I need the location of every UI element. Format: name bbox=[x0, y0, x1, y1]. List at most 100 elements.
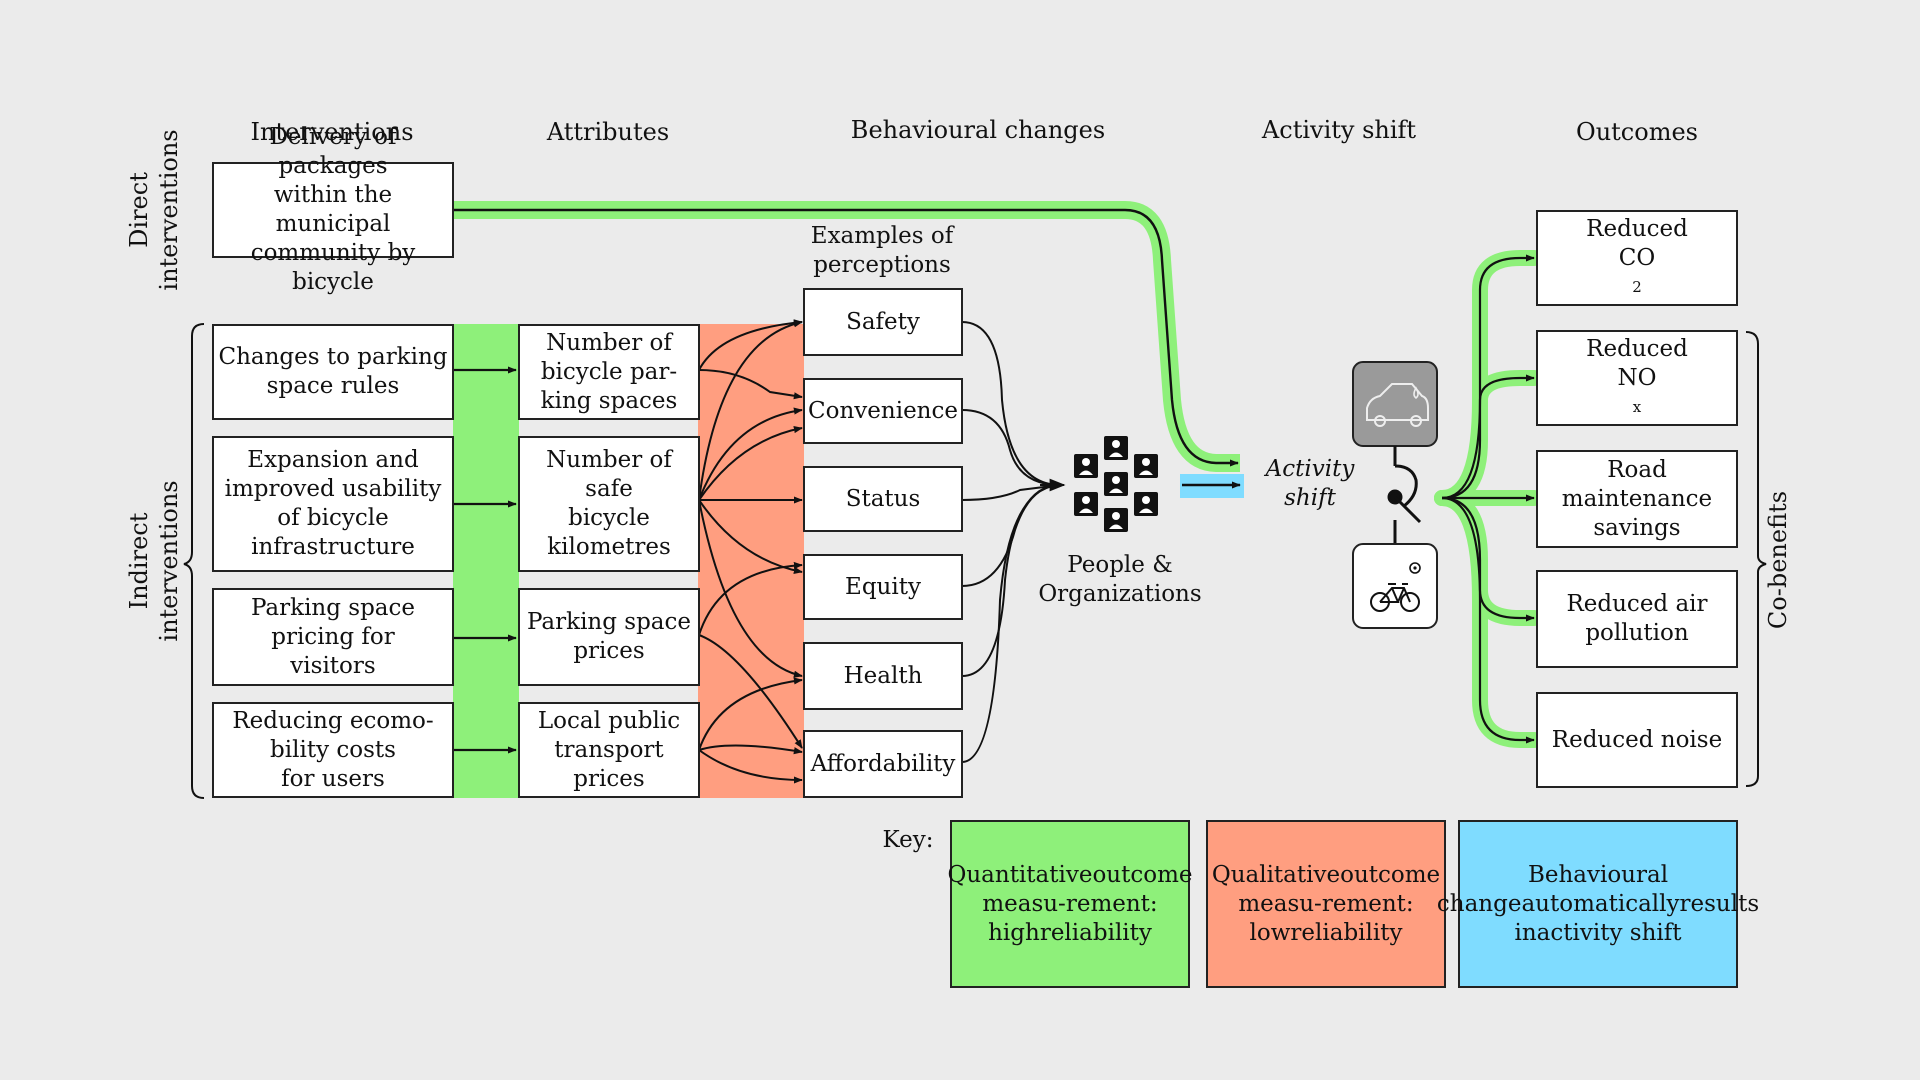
intervention-line: for users bbox=[281, 765, 385, 792]
cobenefits-brace bbox=[1745, 331, 1767, 787]
intervention-line: Parking space bbox=[250, 594, 416, 621]
header-activity-shift: Activity shift bbox=[1261, 116, 1417, 144]
key-line: Qualitative bbox=[1211, 861, 1341, 888]
header-attributes: Attributes bbox=[546, 118, 670, 146]
perception-box-health: Health bbox=[803, 642, 963, 710]
header-interventions: Interventions bbox=[250, 118, 414, 146]
attribute-line: transport bbox=[554, 736, 664, 763]
attribute-line: prices bbox=[573, 638, 645, 664]
people-label-line: People & bbox=[1067, 552, 1173, 578]
indirect-brace bbox=[183, 323, 205, 799]
attribute-line: Number of bbox=[546, 329, 672, 356]
outcome-line: Reduced bbox=[1586, 335, 1688, 362]
activity-shift-label-line: Activity bbox=[1265, 456, 1355, 482]
key-line: rement: low bbox=[1249, 890, 1414, 946]
perception-box-affordability: Affordability bbox=[803, 730, 963, 798]
attribute-line: bicycle par- bbox=[540, 358, 678, 385]
outcome-line: Road bbox=[1607, 456, 1667, 483]
key-box-qualitative: Qualitativeoutcome measu-rement: lowreli… bbox=[1206, 820, 1446, 988]
attribute-line: Number of bbox=[546, 447, 672, 473]
intervention-line: of bicycle bbox=[277, 505, 389, 531]
perception-box-convenience: Convenience bbox=[803, 378, 963, 444]
outcome-fan-lines bbox=[1441, 254, 1535, 744]
outcome-line: maintenance bbox=[1561, 485, 1713, 512]
outcome-subscript: x bbox=[1632, 397, 1642, 416]
perception-box-equity: Equity bbox=[803, 554, 963, 620]
perceptions-title-line: Examples of bbox=[810, 223, 954, 249]
outcome-box-air-pollution: Reduced air pollution bbox=[1536, 570, 1738, 668]
label-direct-line-1: Direct bbox=[125, 172, 153, 248]
key-line: results in bbox=[1514, 890, 1760, 946]
key-line: outcome measu- bbox=[1238, 861, 1441, 917]
direct-intervention-box: Delivery of packages within the municipa… bbox=[212, 124, 454, 295]
intervention-line: Changes to parking bbox=[218, 344, 448, 370]
direct-intervention-line: community by bicycle bbox=[250, 240, 416, 295]
key-line: Quantitative bbox=[947, 861, 1093, 888]
intervention-line: Reducing ecomo- bbox=[232, 707, 434, 734]
direct-path-line bbox=[452, 208, 1239, 467]
attribute-box-safe-kilometres: Number of safe bicycle kilometres bbox=[518, 436, 700, 572]
key-line: outcome measu- bbox=[982, 861, 1193, 917]
attribute-line: Local public bbox=[537, 707, 681, 734]
outcome-line: Reduced bbox=[1586, 215, 1688, 242]
people-label-line: Organizations bbox=[1038, 581, 1202, 607]
intervention-line: pricing for bbox=[271, 623, 395, 650]
attribute-box-parking-prices: Parking space prices bbox=[518, 588, 700, 686]
intervention-line: bility costs bbox=[270, 736, 396, 763]
label-direct-line-2: interventions bbox=[155, 129, 183, 291]
intervention-line: infrastructure bbox=[251, 534, 415, 560]
label-direct-interventions: Direct interventions bbox=[124, 129, 184, 290]
key-line: activity shift bbox=[1536, 919, 1682, 946]
car-icon bbox=[1352, 361, 1438, 447]
outcome-line: Reduced air bbox=[1566, 591, 1708, 617]
activity-shift-label-line: shift bbox=[1284, 485, 1336, 511]
outcome-subscript: 2 bbox=[1632, 277, 1642, 296]
key-line: reliability bbox=[1290, 919, 1403, 946]
label-indirect-interventions: Indirect interventions bbox=[124, 480, 184, 641]
perceptions-title-line: perceptions bbox=[813, 252, 951, 278]
perception-box-status: Status bbox=[803, 466, 963, 532]
intervention-line: improved usability bbox=[224, 476, 442, 502]
direct-intervention-line: within the municipal bbox=[273, 182, 393, 237]
attribute-line: kilometres bbox=[547, 534, 671, 560]
intervention-arrows bbox=[452, 366, 517, 754]
toggle-switch-icon bbox=[1387, 446, 1422, 544]
intervention-line: visitors bbox=[290, 652, 376, 679]
key-line: automatically bbox=[1521, 890, 1680, 917]
attribute-line: prices bbox=[573, 765, 645, 792]
intervention-line: Expansion and bbox=[247, 447, 419, 473]
green-band bbox=[453, 324, 519, 798]
direct-intervention-line: Delivery of packages bbox=[269, 124, 397, 179]
outcome-box-noise: Reduced noise bbox=[1536, 692, 1738, 788]
header-outcomes: Outcomes bbox=[1576, 118, 1698, 146]
key-line: Behavioural change bbox=[1436, 861, 1669, 917]
label-indirect-line-1: Indirect bbox=[125, 512, 153, 610]
key-box-behavioural: Behavioural changeautomaticallyresults i… bbox=[1437, 820, 1759, 988]
key-box-quantitative: Quantitativeoutcome measu-rement: highre… bbox=[947, 820, 1193, 988]
outcome-line: savings bbox=[1593, 514, 1681, 541]
label-co-benefits: Co-benefits bbox=[1764, 490, 1792, 630]
perceptions-title: Examples of perceptions bbox=[811, 222, 953, 280]
people-grid-icon bbox=[1074, 436, 1158, 532]
attribute-line: bicycle bbox=[568, 505, 650, 531]
people-label: People & Organizations bbox=[1038, 551, 1201, 609]
intervention-box-bicycle-infrastructure: Expansion and improved usability of bicycl… bbox=[212, 436, 454, 572]
bicycle-icon bbox=[1352, 543, 1438, 629]
perception-box-safety: Safety bbox=[803, 288, 963, 356]
outcome-line: pollution bbox=[1585, 620, 1689, 646]
attribute-line: king spaces bbox=[540, 387, 678, 414]
perception-fan bbox=[961, 321, 1066, 763]
activity-shift-label: Activity shift bbox=[1266, 455, 1355, 513]
key-line: rement: high bbox=[988, 890, 1158, 946]
attribute-line: safe bbox=[585, 476, 633, 502]
attribute-line: Parking space bbox=[526, 609, 692, 635]
